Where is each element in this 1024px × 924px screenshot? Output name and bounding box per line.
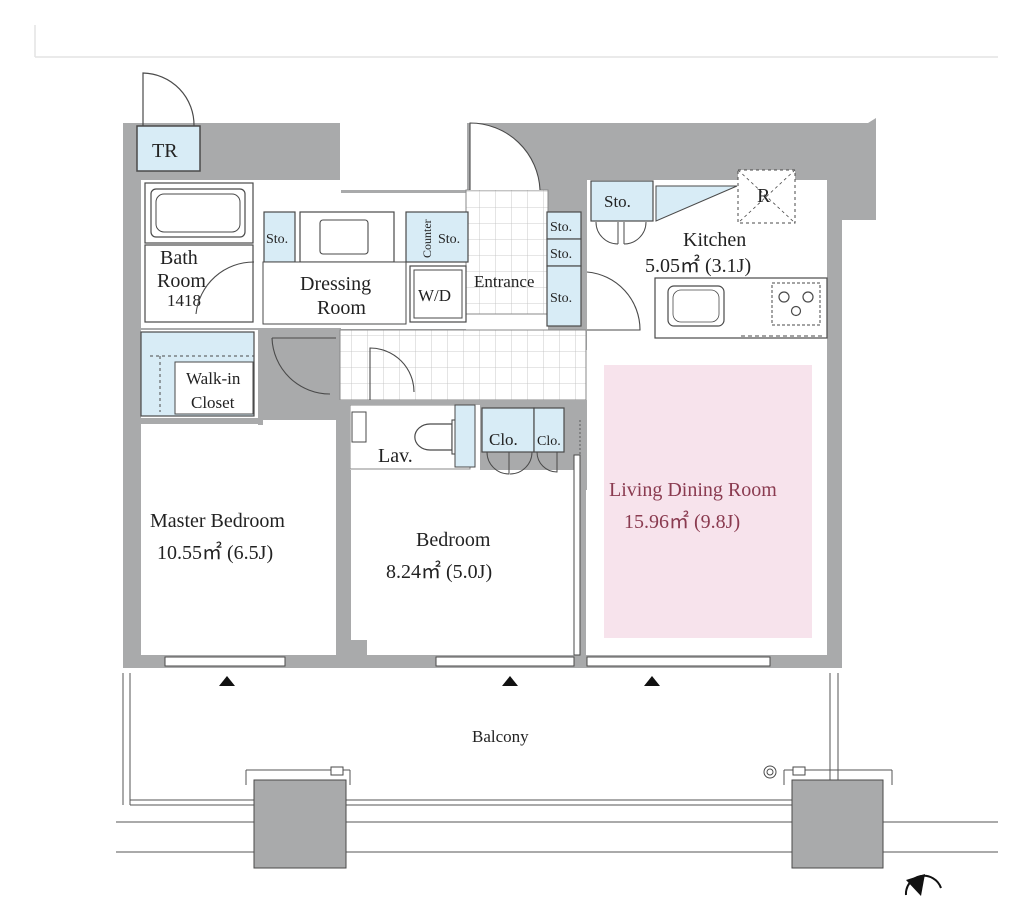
interior-walls [141,210,842,668]
walk-in-label-line1: Walk-in [186,369,241,388]
kitchen-shelf [655,185,738,222]
balcony-columns [253,779,884,869]
window-arrow-icon [219,676,660,686]
closet-doors[interactable] [486,451,558,475]
walk-in-closet: Walk-in Closet [140,331,255,417]
tr-door[interactable] [142,72,195,127]
clo-1-label: Clo. [489,430,518,449]
entrance-sto-2-label: Sto. [550,247,572,262]
entrance-label: Entrance [474,272,534,291]
bedroom-label: Bedroom [416,529,491,551]
kitchen-area: 5.05㎡ (3.1J) [645,253,751,277]
kitchen-label: Kitchen [683,229,746,251]
bath-label-code: 1418 [167,291,201,310]
bath-room: Bath Room 1418 [144,182,255,323]
dressing-label-line1: Dressing [300,273,371,295]
sink-icon [667,285,725,327]
lavatory: Lav. [351,404,476,468]
bedroom-area: 8.24㎡ (5.0J) [386,559,492,583]
master-bedroom-label: Master Bedroom [150,510,285,532]
balcony-outlet-1 [330,766,344,776]
balcony [116,673,998,853]
sliding-partition[interactable] [573,420,581,656]
trunk-room: TR [136,72,201,172]
clo-2-label: Clo. [537,434,561,449]
dressing-sto-label: Sto. [266,232,288,247]
front-door[interactable] [469,122,541,191]
entrance-sto-3-label: Sto. [550,291,572,306]
balcony-windows[interactable] [164,656,771,667]
hall-floor-tiles [339,329,587,401]
bath-label-line2: Room [157,270,206,292]
lav-door[interactable] [369,347,415,400]
bedroom-closet: Clo. Clo. [481,407,565,475]
balcony-label: Balcony [472,727,529,746]
kitchen-sto-label: Sto. [604,192,631,211]
dressing-room: Sto. Dressing Room Counter Sto. W/D [262,211,469,395]
bathtub-icon [150,188,246,238]
living-dining-highlight [604,365,812,638]
entrance-area: Entrance Sto. Sto. Sto. [369,122,641,400]
master-bedroom-area: 10.55㎡ (6.5J) [157,540,273,564]
counter-sto-label: Sto. [438,232,460,247]
walk-in-label-line2: Closet [191,393,235,412]
bath-label-line1: Bath [160,247,198,269]
bath-door[interactable] [195,261,255,315]
dressing-door[interactable] [271,337,331,395]
north-compass-icon [904,874,942,896]
dressing-label-line2: Room [317,297,366,319]
kitchen-sto-doors[interactable] [595,221,647,245]
tr-label: TR [152,140,178,162]
entrance-floor-tiles [465,189,549,315]
balcony-drain [763,765,777,779]
entrance-sto-1-label: Sto. [550,220,572,235]
wd-label: W/D [418,286,451,305]
refrigerator-label: R [757,185,771,207]
washbasin-icon [299,211,395,263]
counter-label: Counter [420,219,434,258]
lav-label: Lav. [378,445,413,467]
stove-icon [771,282,821,326]
hall-door[interactable] [586,271,641,331]
living-label: Living Dining Room [609,479,777,501]
kitchen: Sto. R Kitchen 5.05㎡ (3.1J) [590,169,828,339]
balcony-outlet-2 [792,766,806,776]
living-area: 15.96㎡ (9.8J) [624,509,740,533]
